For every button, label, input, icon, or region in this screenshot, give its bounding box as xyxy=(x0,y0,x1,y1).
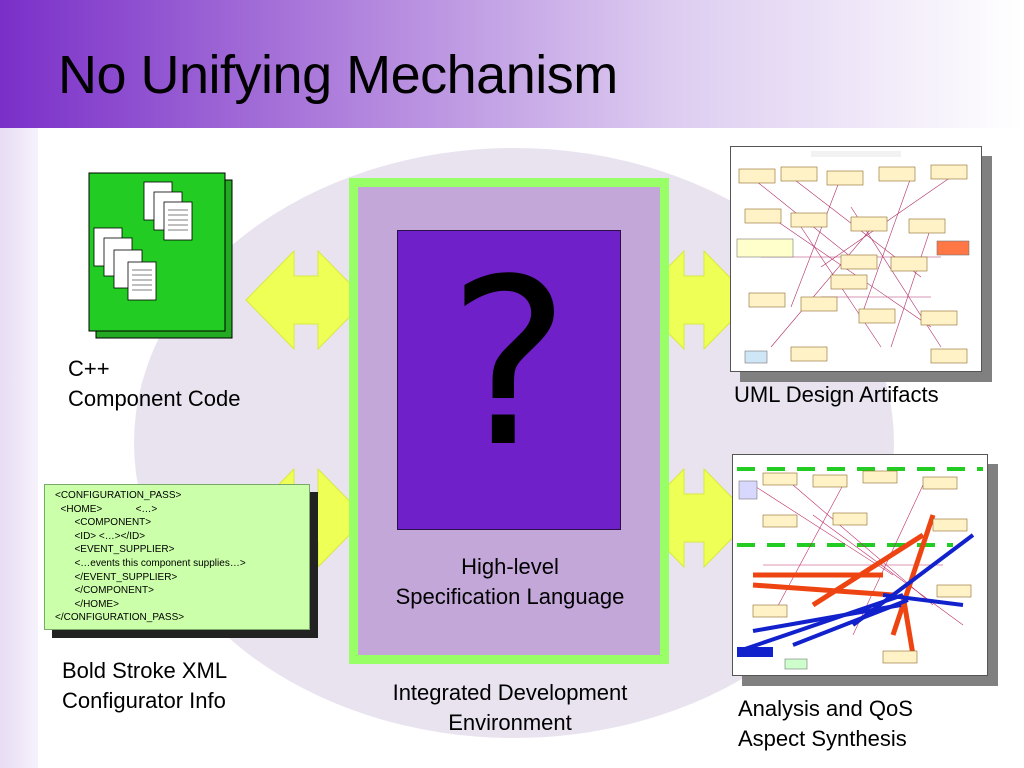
ide-caption: Integrated Development Environment xyxy=(392,680,628,735)
title-banner xyxy=(0,0,1024,128)
cpp-caption: C++ Component Code xyxy=(68,356,241,411)
spec-language-box xyxy=(397,230,621,530)
xml-line: </EVENT_SUPPLIER> xyxy=(55,571,178,583)
xml-line: <CONFIGURATION_PASS> xyxy=(55,490,182,501)
document-stack-icon xyxy=(88,172,233,339)
xml-line: </COMPONENT> xyxy=(55,585,154,597)
uml-caption: UML Design Artifacts xyxy=(734,382,939,407)
xml-line: <…events this component supplies…> xyxy=(55,557,246,569)
spec-caption: High-level Specification Language xyxy=(395,554,625,609)
xml-line: <COMPONENT> xyxy=(55,517,152,529)
analysis-diagram-thumbnail xyxy=(732,454,988,676)
xml-line: <EVENT_SUPPLIER> xyxy=(55,544,175,556)
slide-title: No Unifying Mechanism xyxy=(58,45,618,105)
xml-line: <ID> <…></ID> xyxy=(55,530,146,542)
analysis-caption: Analysis and QoS Aspect Synthesis xyxy=(738,696,913,751)
xml-line: </CONFIGURATION_PASS> xyxy=(55,612,185,624)
xml-caption: Bold Stroke XML Configurator Info xyxy=(62,658,228,713)
left-decor-strip xyxy=(0,128,38,768)
double-arrow-icon xyxy=(245,249,367,351)
uml-diagram-thumbnail xyxy=(730,146,982,372)
xml-line: <HOME> <…> xyxy=(55,503,158,515)
question-mark: ? xyxy=(447,231,571,498)
xml-line: </HOME> xyxy=(55,598,119,610)
xml-config-box: <CONFIGURATION_PASS> <HOME> <…> <COMPONE… xyxy=(44,484,310,630)
